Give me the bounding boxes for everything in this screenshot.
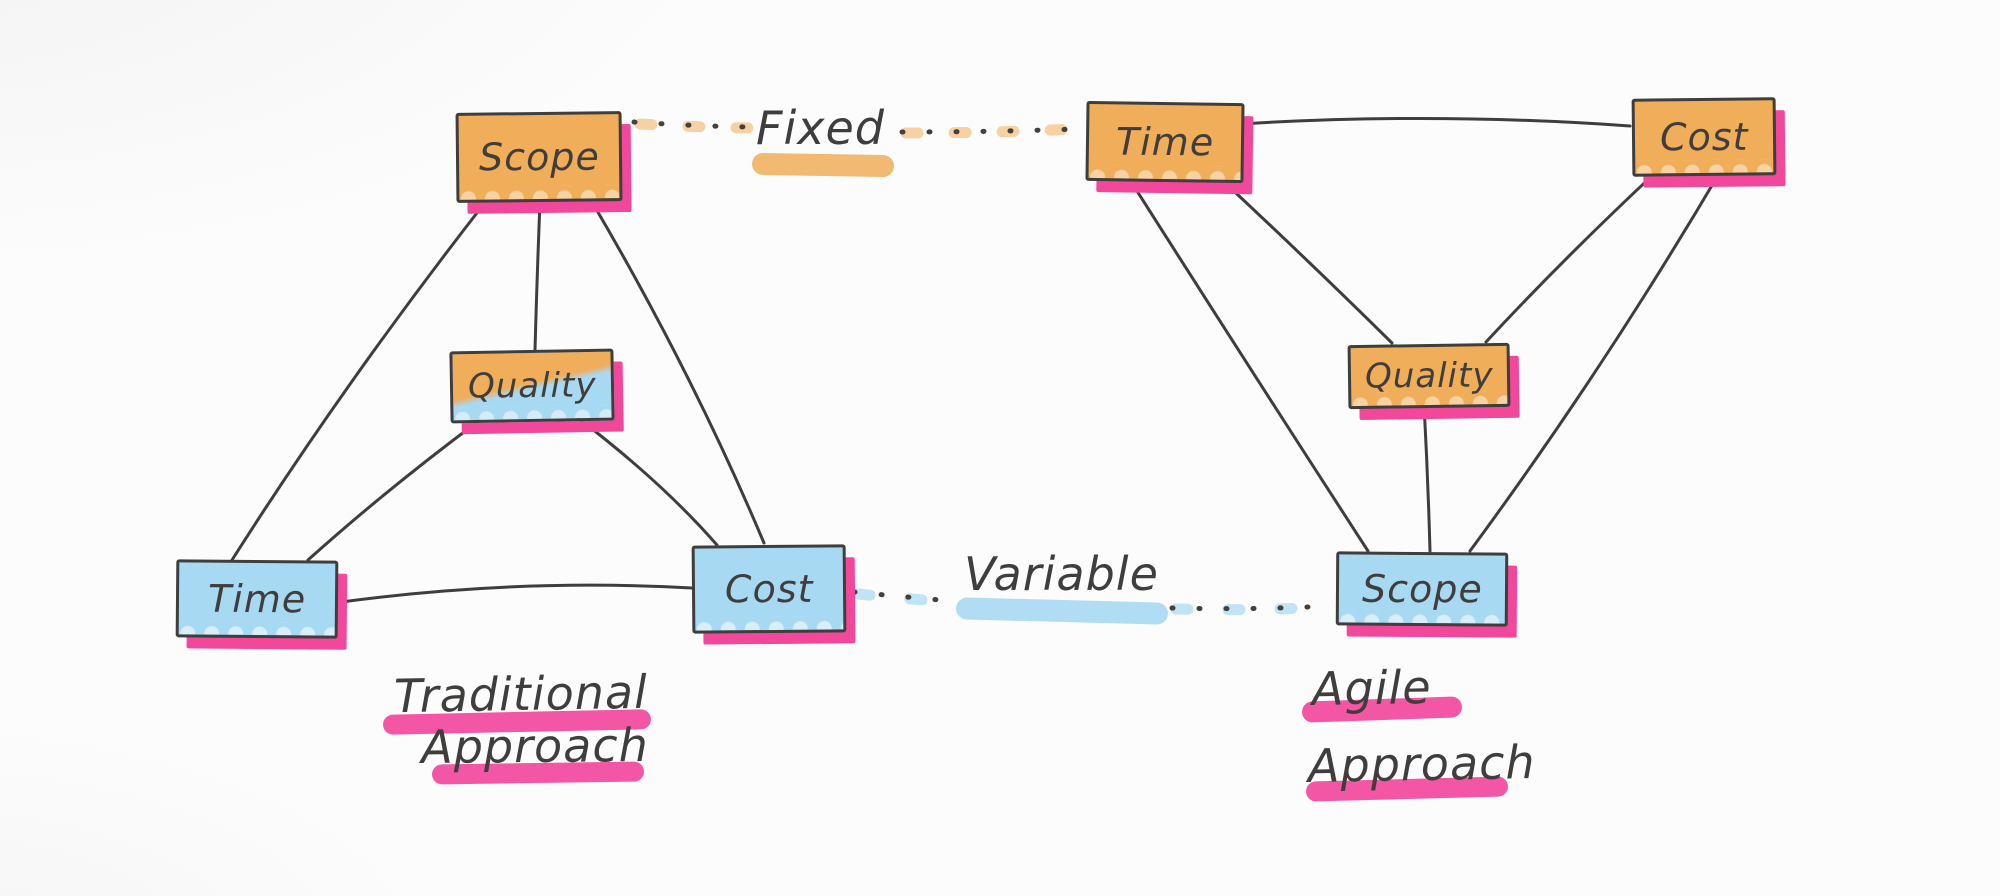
traditional-caption-line1: Traditional — [393, 664, 649, 724]
fixed-label: Fixed — [756, 101, 885, 155]
node-traditional-quality: Quality — [449, 348, 615, 424]
node-label: Scope — [478, 134, 600, 180]
node-label: Quality — [1364, 355, 1494, 397]
node-label: Time — [1115, 119, 1215, 165]
dotted-fixed-glow-right — [900, 123, 1082, 139]
edge-quality-time-left — [306, 418, 482, 562]
edge-scope-quality-left — [533, 200, 542, 352]
edge-quality-cost-left — [576, 416, 719, 547]
node-agile-quality: Quality — [1347, 342, 1511, 410]
node-agile-scope: Scope — [1335, 551, 1509, 627]
node-traditional-cost: Cost — [691, 544, 847, 634]
node-traditional-scope: Scope — [455, 111, 623, 203]
edge-scope-time-left — [230, 198, 489, 562]
edge-time-scope-right — [1128, 178, 1370, 553]
agile-caption-line1: Agile — [1311, 659, 1432, 717]
edge-quality-scope-right — [1422, 402, 1432, 553]
edge-cost-scope-right — [1468, 170, 1722, 553]
agile-caption-line2: Approach — [1307, 735, 1537, 793]
node-label: Cost — [724, 566, 814, 612]
node-agile-cost: Cost — [1631, 97, 1777, 177]
edge-scope-cost-left — [590, 200, 766, 545]
node-traditional-time: Time — [175, 559, 339, 639]
edge-time-quality-right — [1220, 178, 1394, 345]
dotted-variable-glow-left — [852, 588, 956, 608]
node-agile-time: Time — [1085, 100, 1245, 184]
edge-time-cost-right — [1238, 116, 1632, 128]
edge-time-cost-left — [332, 583, 694, 605]
dotted-fixed-glow-left — [634, 118, 754, 134]
dotted-variable-right — [1169, 603, 1333, 612]
variable-label: Variable — [964, 547, 1159, 601]
edge-cost-quality-right — [1484, 170, 1658, 344]
traditional-caption-line2: Approach — [420, 718, 650, 774]
node-label: Quality — [467, 365, 597, 407]
fixed-highlight — [751, 152, 895, 178]
node-label: Time — [207, 576, 307, 622]
node-label: Cost — [1659, 114, 1749, 160]
node-label: Scope — [1361, 566, 1483, 612]
